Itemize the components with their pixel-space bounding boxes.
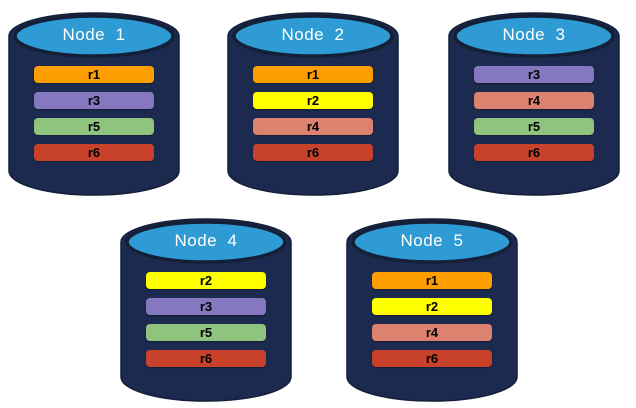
replica-bar: r2 (146, 272, 266, 289)
replica-list: r1 r2 r4 r6 (372, 272, 492, 376)
replica-bar: r3 (34, 92, 154, 109)
node-cylinder-5: Node 5 r1 r2 r4 r6 (346, 218, 518, 402)
node-label: Node 2 (281, 25, 345, 44)
replica-list: r1 r3 r5 r6 (34, 66, 154, 170)
replica-bar: r5 (34, 118, 154, 135)
replica-list: r1 r2 r4 r6 (253, 66, 373, 170)
replica-bar: r6 (372, 350, 492, 367)
replica-bar: r3 (474, 66, 594, 83)
node-label: Node 5 (400, 231, 464, 250)
node-cylinder-3: Node 3 r3 r4 r5 r6 (448, 12, 620, 196)
replica-bar: r5 (146, 324, 266, 341)
node-label: Node 1 (62, 25, 126, 44)
replica-bar: r4 (253, 118, 373, 135)
node-label: Node 4 (174, 231, 238, 250)
node-cylinder-2: Node 2 r1 r2 r4 r6 (227, 12, 399, 196)
replica-bar: r6 (474, 144, 594, 161)
replica-bar: r2 (253, 92, 373, 109)
replica-bar: r4 (372, 324, 492, 341)
replica-bar: r1 (253, 66, 373, 83)
replica-bar: r6 (146, 350, 266, 367)
replica-bar: r4 (474, 92, 594, 109)
replica-bar: r2 (372, 298, 492, 315)
node-cylinder-4: Node 4 r2 r3 r5 r6 (120, 218, 292, 402)
replica-list: r2 r3 r5 r6 (146, 272, 266, 376)
node-label: Node 3 (502, 25, 566, 44)
replica-list: r3 r4 r5 r6 (474, 66, 594, 170)
replica-bar: r3 (146, 298, 266, 315)
replica-bar: r1 (34, 66, 154, 83)
replica-bar: r6 (34, 144, 154, 161)
node-cylinder-1: Node 1 r1 r3 r5 r6 (8, 12, 180, 196)
replica-bar: r5 (474, 118, 594, 135)
replica-bar: r6 (253, 144, 373, 161)
replica-bar: r1 (372, 272, 492, 289)
